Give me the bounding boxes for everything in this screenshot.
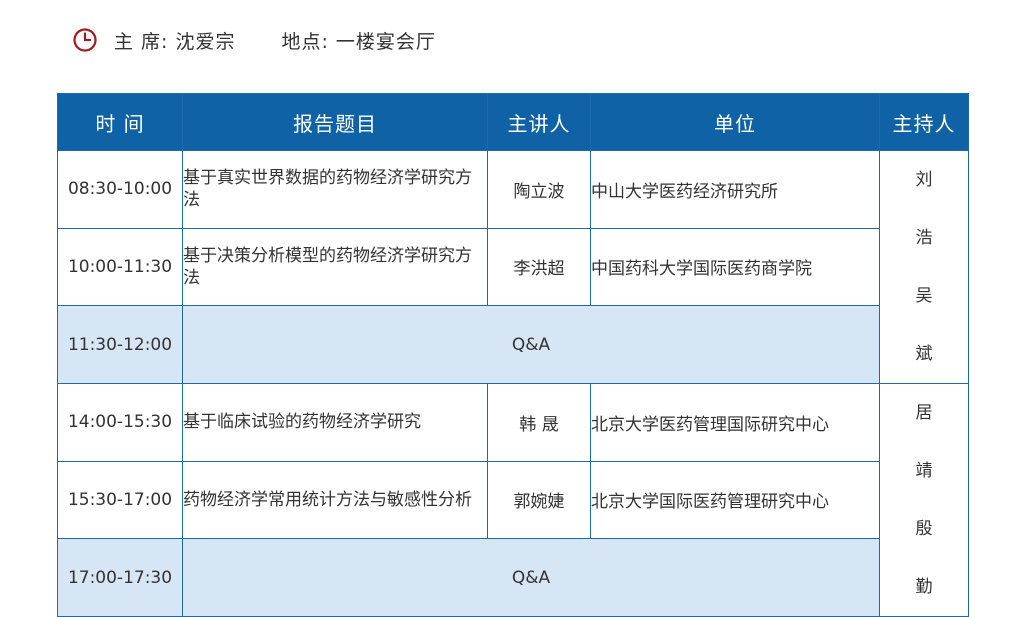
table-header-row: 时 间 报告题目 主讲人 单位 主持人	[57, 93, 969, 151]
unit-cell: 北京大学国际医药管理研究中心	[590, 460, 880, 540]
time-cell: 14:00-15:30	[57, 383, 183, 462]
column-header-speaker: 主讲人	[487, 93, 591, 151]
session-info-bar: 主 席: 沈爱宗 地点: 一楼宴会厅	[72, 26, 482, 54]
schedule-table: 时 间 报告题目 主讲人 单位 主持人 08:30-10:00 基于真实世界数据…	[57, 93, 969, 617]
topic-cell: 药物经济学常用统计方法与敏感性分析	[182, 460, 488, 540]
qa-row: 17:00-17:30 Q&A	[57, 538, 969, 617]
speaker-cell: 韩 晟	[487, 383, 591, 462]
table-row: 15:30-17:00 药物经济学常用统计方法与敏感性分析 郭婉婕 北京大学国际…	[57, 460, 969, 540]
topic-cell: 基于决策分析模型的药物经济学研究方法	[182, 227, 488, 307]
host-name: 刘浩	[915, 170, 959, 248]
table-row: 08:30-10:00 基于真实世界数据的药物经济学研究方法 陶立波 中山大学医…	[57, 150, 969, 384]
time-cell: 15:30-17:00	[57, 460, 183, 540]
table-row: 10:00-11:30 基于决策分析模型的药物经济学研究方法 李洪超 中国药科大…	[57, 227, 969, 307]
unit-cell: 北京大学医药管理国际研究中心	[590, 383, 880, 462]
qa-cell: Q&A	[182, 538, 880, 617]
time-cell: 10:00-11:30	[57, 227, 183, 307]
qa-row: 11:30-12:00 Q&A	[57, 305, 969, 384]
qa-cell: Q&A	[182, 305, 880, 384]
column-header-topic: 报告题目	[182, 93, 488, 151]
host-name: 居靖	[915, 403, 959, 481]
column-header-host: 主持人	[879, 93, 969, 151]
time-cell: 17:00-17:30	[57, 538, 183, 617]
clock-icon	[73, 28, 97, 52]
column-header-time: 时 间	[57, 93, 183, 151]
time-cell: 11:30-12:00	[57, 305, 183, 384]
time-cell: 08:30-10:00	[57, 150, 183, 229]
host-cell: 居靖 殷勤	[879, 383, 969, 617]
host-name: 吴斌	[915, 286, 959, 364]
host-name: 殷勤	[915, 519, 959, 597]
host-cell: 刘浩 吴斌	[879, 150, 969, 384]
table-row: 14:00-15:30 基于临床试验的药物经济学研究 韩 晟 北京大学医药管理国…	[57, 383, 969, 617]
topic-cell: 基于临床试验的药物经济学研究	[182, 383, 488, 462]
topic-cell: 基于真实世界数据的药物经济学研究方法	[182, 150, 488, 229]
unit-cell: 中国药科大学国际医药商学院	[590, 227, 880, 307]
column-header-unit: 单位	[590, 93, 880, 151]
speaker-cell: 郭婉婕	[487, 460, 591, 540]
location-label: 地点: 一楼宴会厅	[281, 30, 436, 53]
unit-cell: 中山大学医药经济研究所	[590, 150, 880, 229]
speaker-cell: 陶立波	[487, 150, 591, 229]
chair-label: 主 席: 沈爱宗	[114, 30, 236, 53]
speaker-cell: 李洪超	[487, 227, 591, 307]
